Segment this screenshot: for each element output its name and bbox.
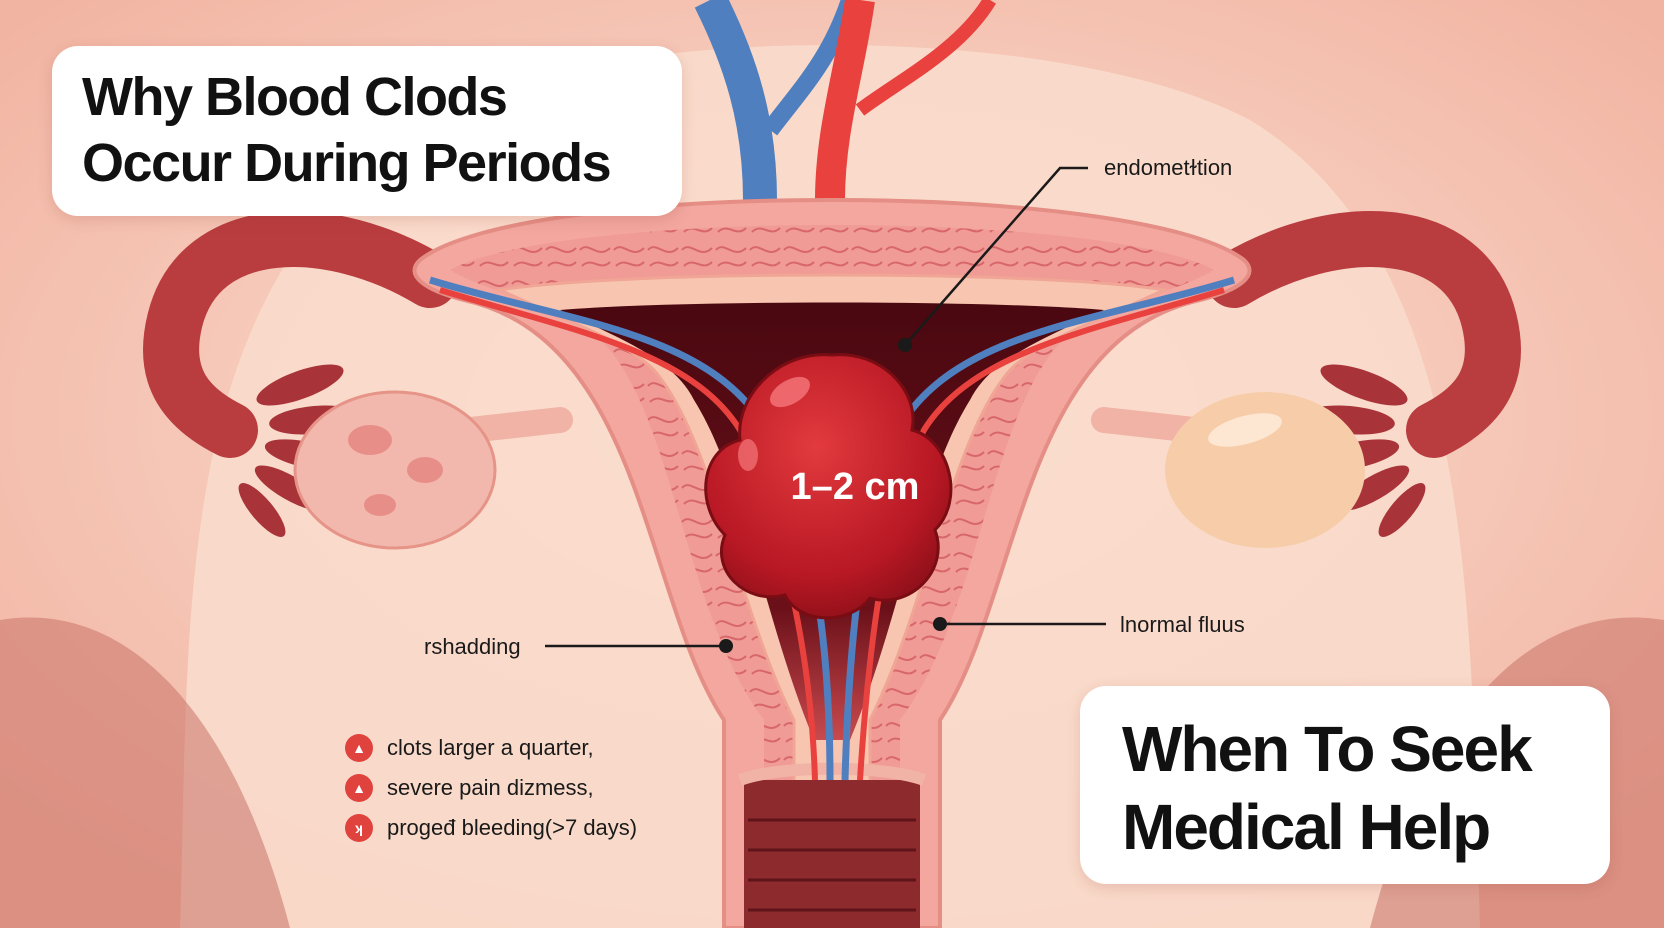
label-normal-flow: lnormal fluus: [1120, 612, 1245, 637]
leader-endometrium: [904, 166, 1088, 346]
title-card: Why Blood Clods Occur During Periods: [52, 46, 682, 216]
list-item: ʞ progeđ bleeding(>7 days): [345, 808, 637, 848]
ovary-right: [1165, 392, 1365, 548]
warning-text: clots larger a quarter,: [387, 735, 594, 760]
artery-top: [815, 0, 875, 201]
warning-list: ▲ clots larger a quarter, ▲ severe pain …: [345, 728, 637, 848]
help-line-2: Medical Help: [1122, 791, 1491, 863]
clot-highlight: [770, 376, 810, 408]
clot-highlight-small: [738, 439, 758, 471]
label-endometrium: endometɫtion: [1104, 155, 1233, 180]
title-line-1: Why Blood Clods: [82, 67, 508, 127]
ovarian-ligament-left: [457, 407, 573, 443]
help-card: When To Seek Medical Help: [1080, 686, 1610, 884]
artery-uterine-right: [857, 287, 1225, 781]
list-item: ▲ clots larger a quarter,: [345, 728, 637, 768]
dot-shedding: [719, 639, 733, 653]
blood-clot: [704, 353, 953, 620]
clot-size-label: 1–2 cm: [790, 466, 920, 508]
warning-text: severe pain dizmess,: [387, 775, 594, 800]
hip-left: [0, 617, 290, 928]
cervix-canal: [744, 780, 920, 928]
help-line-1: When To Seek: [1122, 713, 1533, 785]
warning-triangle-icon: ▲: [345, 774, 373, 802]
artery-top-branch: [855, 0, 997, 116]
ovarian-ligament-right: [1091, 407, 1207, 443]
warning-triangle-icon: ▲: [345, 734, 373, 762]
leader-lines: [545, 166, 1106, 648]
warning-mark-icon: ʞ: [345, 814, 373, 842]
cervix-rings: [748, 818, 916, 912]
dot-normal-flow: [933, 617, 947, 631]
dot-endometrium: [898, 338, 912, 352]
list-item: ▲ severe pain dizmess,: [345, 768, 637, 808]
fallopian-tube-left: [143, 211, 458, 458]
fallopian-tube-right: [1206, 211, 1521, 458]
vein-top: [694, 0, 777, 201]
ovary-left: [293, 390, 497, 550]
title-line-2: Occur During Periods: [82, 133, 612, 193]
warning-text: progeđ bleeding(>7 days): [387, 815, 638, 840]
label-shedding: rshadding: [424, 634, 521, 659]
